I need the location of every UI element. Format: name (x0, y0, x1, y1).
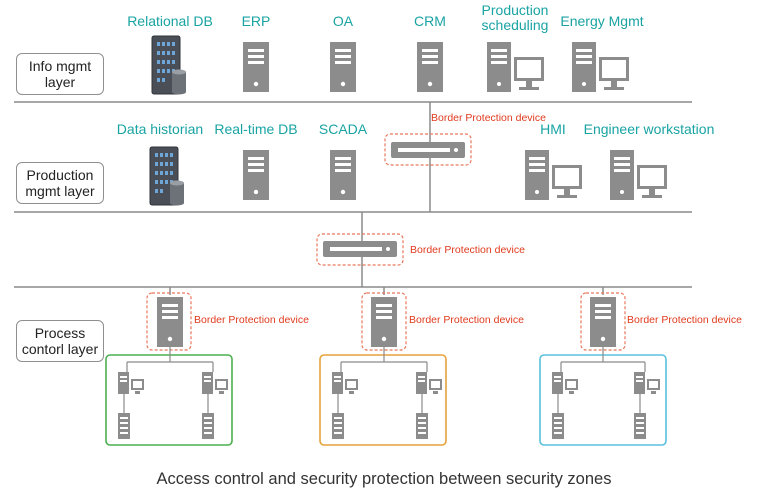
server-tower-icon (590, 297, 616, 347)
layer-label-production: Production mgmt layer (16, 162, 104, 204)
server-tower-icon (371, 297, 397, 347)
system-label: CRM (414, 13, 446, 29)
server-tower-icon (417, 42, 443, 92)
workstation-icon (572, 42, 629, 92)
server-tower-icon (157, 297, 183, 347)
layer-label-process: Process contorl layer (16, 320, 104, 362)
diagram-caption: Access control and security protection b… (156, 470, 612, 488)
server-tower-icon (330, 150, 356, 200)
system-label: OA (332, 13, 354, 29)
system-label: Energy Mgmt (560, 13, 644, 29)
border-device-frame (316, 233, 404, 266)
database-server-icon (149, 146, 185, 206)
system-label: Real-time DB (214, 121, 298, 137)
border-device-label: Border Protection device (627, 314, 742, 326)
border-device-frame (384, 133, 472, 166)
system-label: ERP (241, 13, 271, 29)
system-label: Relational DB (127, 13, 213, 29)
system-label: SCADA (318, 121, 368, 137)
system-label: Data historian (116, 121, 204, 137)
border-device-frame (580, 292, 626, 351)
system-label: Production scheduling (481, 2, 549, 33)
system-label: Engineer workstation (583, 121, 715, 137)
workstation-icon (525, 150, 582, 200)
border-device-label: Border Protection device (194, 314, 309, 326)
database-server-icon (151, 35, 187, 95)
layer-label-info: Info mgmt layer (16, 53, 104, 95)
border-device-frame (361, 292, 407, 351)
server-tower-icon (330, 42, 356, 92)
border-device-label: Border Protection device (409, 314, 524, 326)
border-device-label: Border Protection device (431, 112, 546, 124)
firewall-appliance-icon (391, 142, 465, 158)
border-device-label: Border Protection device (410, 244, 525, 256)
server-tower-icon (243, 42, 269, 92)
server-tower-icon (243, 150, 269, 200)
border-device-frame (146, 292, 192, 351)
workstation-icon (610, 150, 667, 200)
security-zone-blue (539, 347, 667, 446)
security-zone-orange (319, 347, 447, 446)
system-label: HMI (540, 121, 566, 137)
firewall-appliance-icon (323, 241, 397, 257)
security-zone-green (105, 347, 233, 446)
workstation-icon (487, 42, 544, 92)
